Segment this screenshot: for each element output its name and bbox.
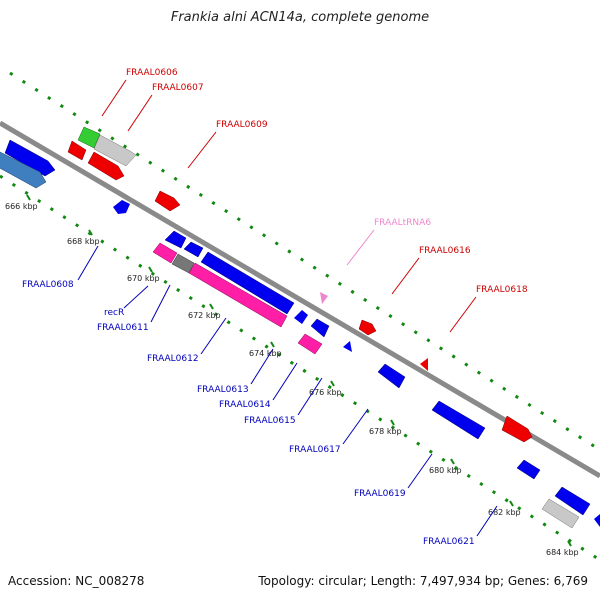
scale-tick-mark (330, 380, 335, 387)
gene-label[interactable]: FRAAL0608 (22, 280, 74, 290)
gene-arrow-blue[interactable] (4, 139, 56, 177)
scale-tick-mark (509, 500, 514, 507)
leader-line (187, 131, 217, 169)
gene-label[interactable]: FRAAL0619 (354, 489, 406, 499)
gene-arrow-rna[interactable] (320, 292, 328, 304)
accession-text: Accession: NC_008278 (8, 574, 145, 588)
gene-arrow-red[interactable] (501, 415, 533, 443)
gene-label[interactable]: FRAAL0609 (216, 120, 268, 130)
scale-tick-label: 666 kbp (5, 202, 38, 211)
gene-label[interactable]: FRAAL0606 (126, 68, 178, 78)
gene-arrow-blue[interactable] (310, 318, 330, 338)
gene-arrow-blue[interactable] (594, 514, 600, 527)
label-leaders (77, 79, 498, 537)
gene-label[interactable]: FRAALtRNA6 (374, 218, 431, 228)
leader-line (449, 296, 477, 333)
scale-tick-mark (88, 229, 93, 236)
gene-arrow-gray[interactable] (541, 498, 580, 529)
gene-arrow-gray[interactable] (171, 253, 195, 274)
scale-tick-mark (148, 266, 153, 273)
scale-tick-mark (26, 194, 31, 201)
gene-arrow-red[interactable] (358, 319, 377, 336)
leader-line (127, 94, 153, 132)
scale-tick-label: 672 kbp (188, 311, 221, 320)
leader-line (346, 229, 375, 266)
gene-label[interactable]: FRAAL0617 (289, 445, 341, 455)
gene-arrow-blue[interactable] (377, 363, 406, 389)
leader-line (407, 453, 433, 489)
gene-arrow-gray[interactable] (93, 134, 137, 167)
gene-labels: FRAAL0606FRAAL0607FRAAL0609FRAALtRNA6FRA… (22, 68, 528, 547)
gene-label[interactable]: FRAAL0616 (419, 246, 471, 256)
gene-label[interactable]: FRAAL0614 (219, 400, 271, 410)
gene-arrow-blue[interactable] (200, 251, 295, 315)
leader-line (391, 257, 420, 295)
scale-tick-mark (567, 540, 572, 547)
leader-line (342, 408, 369, 445)
leader-line (476, 505, 498, 537)
gene-arrow-green[interactable] (77, 126, 101, 149)
leader-line (272, 362, 298, 401)
gene-arrow-blue[interactable] (294, 310, 308, 324)
gene-label[interactable]: FRAAL0621 (423, 537, 475, 547)
gene-arrow-pink[interactable] (152, 242, 178, 264)
scale-tick-label: 684 kbp (546, 548, 579, 557)
gene-arrow-red[interactable] (154, 190, 181, 212)
gene-arrow-blue[interactable] (164, 230, 187, 249)
scale-tick-label: 678 kbp (369, 427, 402, 436)
leader-line (150, 284, 171, 323)
gene-arrow-blue[interactable] (554, 486, 591, 516)
gene-arrow-blue[interactable] (113, 200, 130, 214)
leader-line (101, 79, 127, 117)
scale-tick-mark (270, 341, 275, 348)
genome-summary-text: Topology: circular; Length: 7,497,934 bp… (258, 574, 588, 588)
scale-tick-label: 668 kbp (67, 237, 100, 246)
gene-label[interactable]: FRAAL0611 (97, 323, 149, 333)
gene-label[interactable]: FRAAL0615 (244, 416, 296, 426)
genome-backbone (0, 120, 600, 479)
scale-tick-label: 682 kbp (488, 508, 521, 517)
gene-arrow-red[interactable] (87, 151, 125, 181)
gene-arrow-blue[interactable] (183, 241, 204, 258)
strand-guide-line (9, 71, 600, 452)
scale-tick-label: 680 kbp (429, 466, 462, 475)
gene-arrow-steel[interactable] (0, 151, 47, 189)
scale-tick-mark (390, 419, 395, 426)
leader-line (250, 348, 274, 385)
gene-arrow-blue[interactable] (516, 459, 541, 480)
leader-line (297, 377, 323, 416)
leader-line (200, 317, 227, 355)
gene-arrow-blue[interactable] (343, 341, 352, 352)
gene-label[interactable]: FRAAL0618 (476, 285, 528, 295)
scale-tick-label: 674 kbp (249, 349, 282, 358)
scale-tick-mark (209, 303, 214, 310)
gene-label[interactable]: recR (104, 308, 124, 318)
gene-arrow-red[interactable] (420, 358, 428, 371)
gene-label[interactable]: FRAAL0613 (197, 385, 249, 395)
scale-tick-label: 676 kbp (309, 388, 342, 397)
gene-arrow-pink[interactable] (297, 333, 323, 355)
gene-arrow-red[interactable] (67, 140, 87, 161)
gene-label[interactable]: FRAAL0612 (147, 354, 199, 364)
gene-arrow-blue[interactable] (431, 400, 486, 440)
leader-line (77, 245, 99, 281)
page-title: Frankia alni ACN14a, complete genome (170, 10, 430, 25)
scale-ticks: 666 kbp 668 kbp 670 kbp 672 kbp 674 kbp 676 k… (5, 194, 579, 557)
gene-label[interactable]: FRAAL0607 (152, 83, 204, 93)
scale-tick-mark (450, 458, 455, 465)
leader-line (123, 285, 149, 309)
scale-tick-label: 670 kbp (127, 274, 160, 283)
gene-arrow-pink[interactable] (188, 262, 288, 328)
